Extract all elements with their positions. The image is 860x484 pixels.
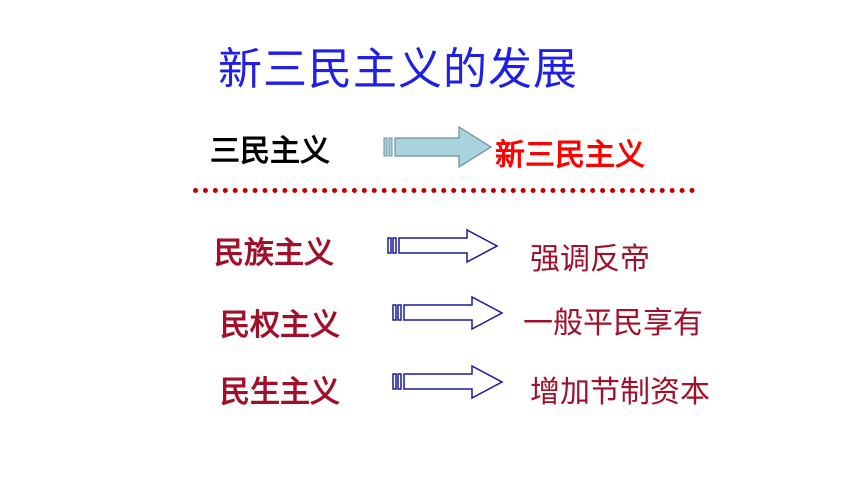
slide-title: 新三民主义的发展 (218, 44, 578, 95)
item-label-nationalism: 民族主义 (214, 236, 334, 271)
item-value-livelihood: 增加节制资本 (530, 375, 710, 410)
item-label-democracy: 民权主义 (220, 308, 340, 343)
row-arrow-icon (387, 228, 499, 264)
row-arrow-icon (392, 295, 504, 331)
dotted-divider (193, 188, 695, 193)
transition-to: 新三民主义 (495, 138, 645, 173)
row-arrow-icon (392, 364, 504, 400)
item-label-livelihood: 民生主义 (220, 375, 340, 410)
transition-from: 三民主义 (210, 134, 330, 169)
item-value-democracy: 一般平民享有 (523, 306, 703, 341)
item-value-nationalism: 强调反帝 (530, 242, 650, 277)
main-arrow-icon (383, 125, 493, 169)
